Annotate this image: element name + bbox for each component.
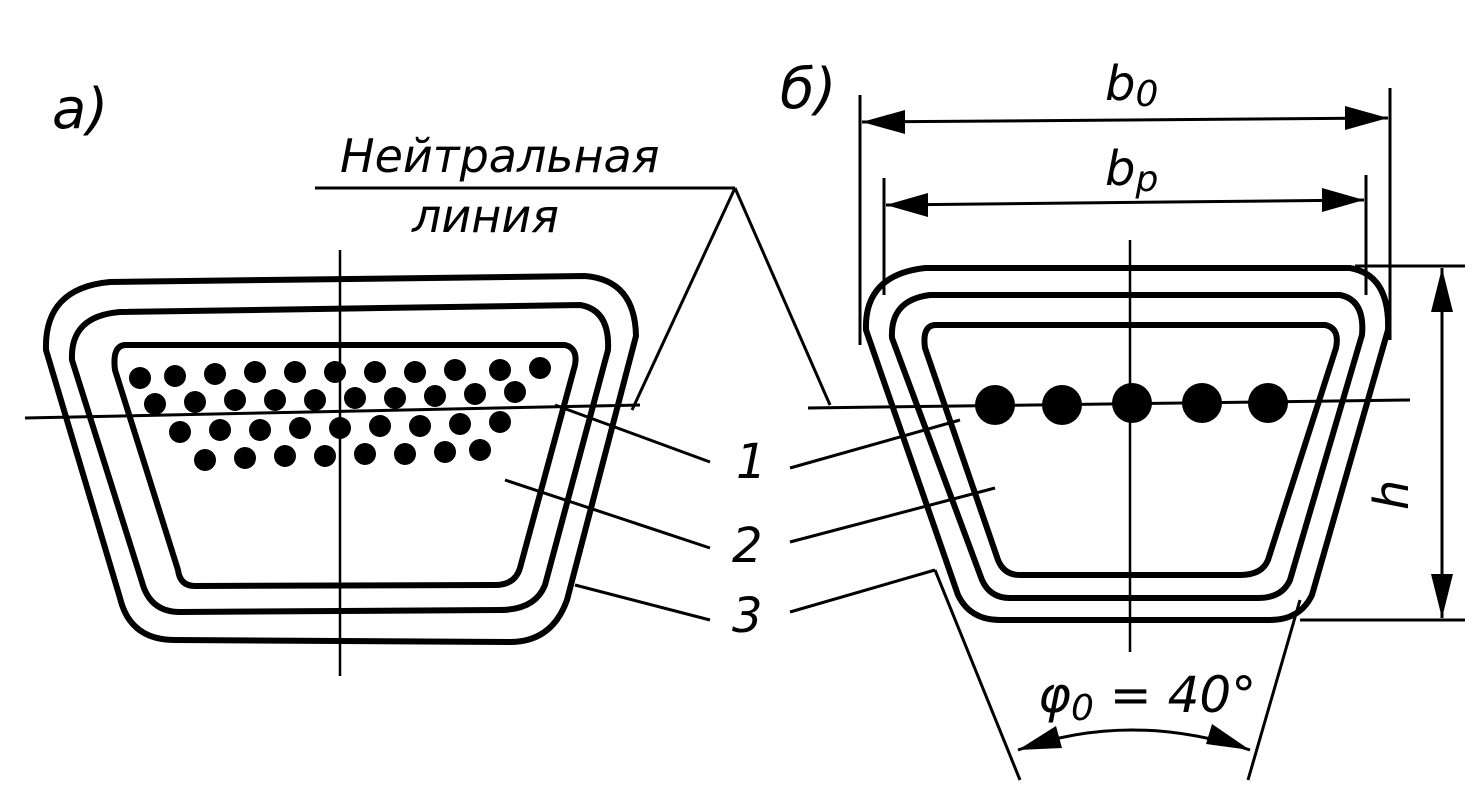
panel-a-neutral-line xyxy=(24,403,641,420)
panel-b-outer-wrap xyxy=(862,265,1392,623)
neutral-line-callout: Нейтральная линия xyxy=(315,129,832,411)
neutral-line-label-line1: Нейтральная xyxy=(340,129,659,183)
panel-b-label: б) xyxy=(780,57,836,122)
callout-3: 3 xyxy=(732,588,763,644)
panel-b-belt xyxy=(807,240,1411,652)
neutral-line-label-line2: линия xyxy=(411,189,559,243)
panel-b-neutral-line xyxy=(807,398,1411,410)
panel-b-middle-wrap xyxy=(888,292,1366,601)
panel-b-inner-core xyxy=(921,322,1340,578)
dimension-h: h xyxy=(1300,264,1465,622)
dimension-bp: bp xyxy=(882,141,1368,295)
component-callouts: 1 2 3 xyxy=(504,403,996,644)
panel-a-outer-wrap xyxy=(42,273,639,645)
angle-phi0-label: φ0 = 40° xyxy=(1038,666,1256,729)
panel-a-inner-core xyxy=(111,342,579,589)
angle-phi0: φ0 = 40° xyxy=(933,569,1302,781)
callout-2: 2 xyxy=(732,518,763,574)
dimension-bp-label: bp xyxy=(1105,141,1158,200)
callout-1: 1 xyxy=(736,434,767,490)
panel-a-label: а) xyxy=(52,77,108,142)
dimension-b0-label: b0 xyxy=(1105,56,1158,115)
panel-a-belt xyxy=(24,250,641,676)
dimension-h-label: h xyxy=(1364,480,1420,510)
dimension-b0: b0 xyxy=(858,56,1392,345)
